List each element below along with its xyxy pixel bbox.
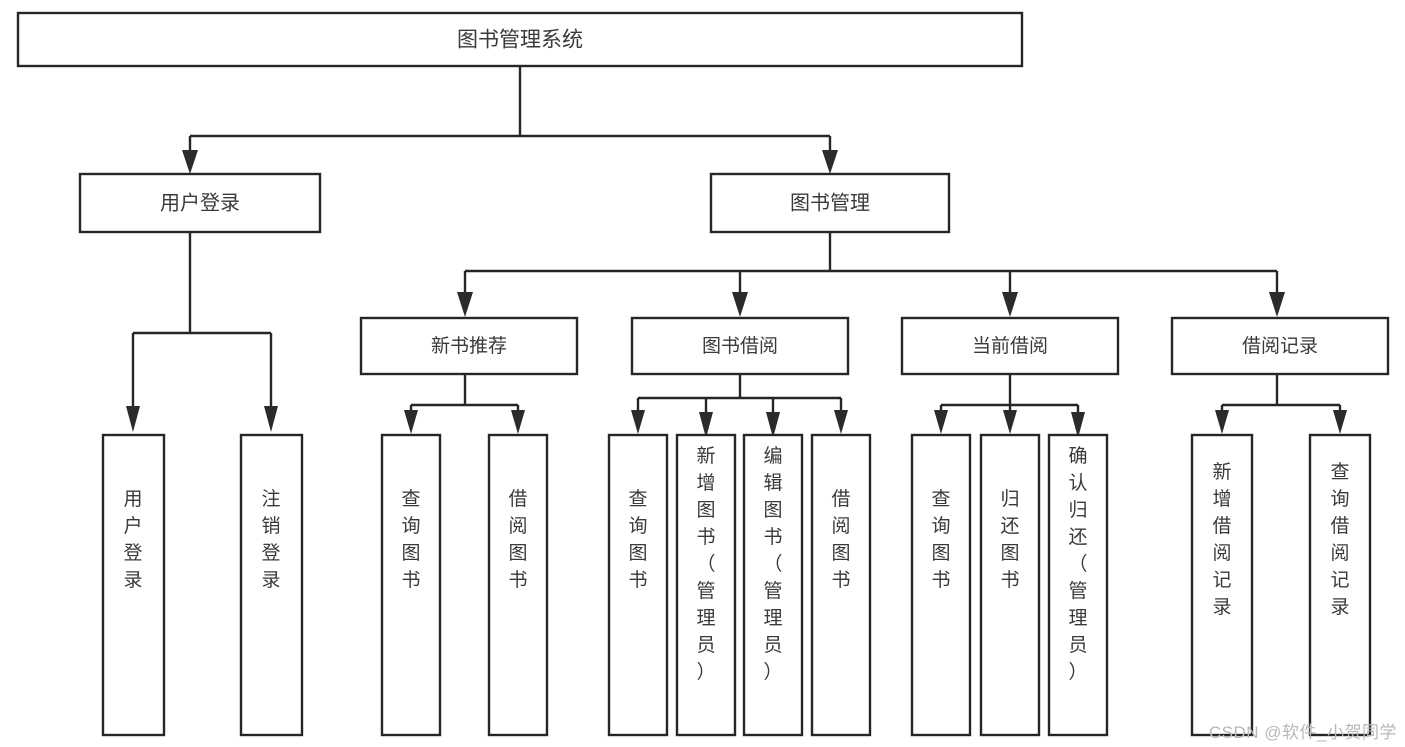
arrow-head-user-login — [182, 150, 198, 174]
arrow-head-book-manage — [822, 150, 838, 174]
arrow-head-borrow-record — [1269, 292, 1285, 317]
leaf-node[interactable]: 查询借阅记录 — [1308, 433, 1372, 737]
arrow-head-new-book — [457, 292, 473, 317]
arrow-head-cb-leaf-3 — [1071, 412, 1085, 438]
leaf-br-query-record-box[interactable] — [1308, 433, 1372, 737]
arrow-head-book-borrow — [732, 292, 748, 317]
connector-group-user-login — [126, 232, 278, 432]
connector-group-borrow-record — [1215, 374, 1347, 434]
leaf-bb-borrow-book-label: 借阅图书 — [831, 488, 850, 591]
node-current-borrow-label: 当前借阅 — [972, 335, 1048, 357]
node-user-login[interactable]: 用户登录 — [78, 172, 322, 234]
node-new-book-recommend-box[interactable] — [359, 316, 579, 376]
leaf-user-login-label: 用户登录 — [123, 489, 142, 591]
leaf-bb-edit-book-label: 编辑图书（管理员） — [763, 445, 782, 683]
node-book-borrow-label: 图书借阅 — [702, 335, 778, 357]
leaf-logout-box[interactable] — [239, 433, 304, 737]
node-current-borrow[interactable]: 当前借阅 — [900, 316, 1120, 376]
node-new-book-recommend[interactable]: 新书推荐 — [359, 316, 579, 376]
leaf-node[interactable]: 查询图书 — [910, 433, 972, 737]
leaf-br-query-record-label: 查询借阅记录 — [1330, 461, 1349, 618]
leaf-node[interactable]: 借阅图书 — [487, 433, 549, 737]
node-borrow-record-box[interactable] — [1170, 316, 1390, 376]
node-root-box[interactable] — [16, 11, 1024, 68]
leaf-cb-confirm-return-label: 确认归还（管理员） — [1068, 445, 1087, 683]
leaf-cb-return-book-label: 归还图书 — [1000, 488, 1019, 591]
leaf-node[interactable]: 编辑图书（管理员） — [742, 433, 804, 737]
leaf-node[interactable]: 借阅图书 — [810, 433, 872, 737]
arrow-head-cb-leaf-1 — [934, 410, 948, 434]
leaf-cb-return-book-box[interactable] — [979, 433, 1041, 737]
leaf-node[interactable]: 查询图书 — [607, 433, 669, 737]
arrow-head-nb-leaf-2 — [511, 410, 525, 434]
arrow-head-nb-leaf-1 — [404, 410, 418, 434]
arrow-head-bb-leaf-4 — [834, 410, 848, 434]
leaf-cb-confirm-return-box[interactable] — [1047, 433, 1109, 737]
leaf-node[interactable]: 确认归还（管理员） — [1047, 433, 1109, 737]
leaf-node[interactable]: 注销登录 — [239, 433, 304, 737]
leaf-bb-add-book-box[interactable] — [675, 433, 737, 737]
node-book-manage-box[interactable] — [709, 172, 951, 234]
leaf-node[interactable]: 用户登录 — [101, 433, 166, 737]
leaf-node[interactable]: 归还图书 — [979, 433, 1041, 737]
leaf-cb-query-book-label: 查询图书 — [931, 488, 950, 591]
leaf-logout-label: 注销登录 — [261, 488, 280, 591]
arrow-head-current-borrow — [1002, 292, 1018, 317]
leaf-node[interactable]: 查询图书 — [380, 433, 442, 737]
leaf-bb-add-book-label: 新增图书（管理员） — [696, 445, 715, 683]
arrow-head-ul-leaf-1 — [126, 406, 140, 432]
leaf-node[interactable]: 新增借阅记录 — [1190, 433, 1254, 737]
arrow-head-bb-leaf-3 — [766, 412, 780, 438]
leaf-nb-borrow-book-box[interactable] — [487, 433, 549, 737]
leaf-br-add-record-box[interactable] — [1190, 433, 1254, 737]
connector-group-new-book — [404, 374, 525, 434]
arrow-head-br-leaf-1 — [1215, 410, 1229, 434]
leaf-br-add-record-label: 新增借阅记录 — [1212, 461, 1231, 618]
leaf-nb-query-book-label: 查询图书 — [401, 488, 420, 591]
leaf-bb-edit-book-box[interactable] — [742, 433, 804, 737]
arrow-head-ul-leaf-2 — [264, 406, 278, 432]
arrow-head-br-leaf-2 — [1333, 410, 1347, 434]
node-book-manage[interactable]: 图书管理 — [709, 172, 951, 234]
node-borrow-record-label: 借阅记录 — [1242, 335, 1318, 357]
node-book-manage-label: 图书管理 — [790, 191, 870, 214]
node-current-borrow-box[interactable] — [900, 316, 1120, 376]
leaf-nb-borrow-book-label: 借阅图书 — [508, 488, 527, 591]
connector-group-book-manage — [457, 232, 1285, 317]
node-user-login-label: 用户登录 — [160, 191, 240, 214]
leaf-bb-query-book-label: 查询图书 — [628, 488, 647, 591]
node-root-label: 图书管理系统 — [457, 29, 583, 52]
node-root[interactable]: 图书管理系统 — [16, 11, 1024, 68]
leaf-user-login-box[interactable] — [101, 433, 166, 737]
leaf-node[interactable]: 新增图书（管理员） — [675, 433, 737, 737]
arrow-head-bb-leaf-1 — [631, 410, 645, 434]
connector-group-current-borrow — [934, 374, 1085, 438]
node-borrow-record[interactable]: 借阅记录 — [1170, 316, 1390, 376]
node-user-login-box[interactable] — [78, 172, 322, 234]
arrow-head-cb-leaf-2 — [1003, 410, 1017, 434]
node-book-borrow-box[interactable] — [630, 316, 850, 376]
node-new-book-recommend-label: 新书推荐 — [431, 335, 507, 357]
leaf-nb-query-book-box[interactable] — [380, 433, 442, 737]
node-book-borrow[interactable]: 图书借阅 — [630, 316, 850, 376]
leaf-bb-borrow-book-box[interactable] — [810, 433, 872, 737]
connector-group-root — [182, 66, 838, 174]
leaf-bb-query-book-box[interactable] — [607, 433, 669, 737]
connector-group-book-borrow — [631, 374, 848, 438]
arrow-head-bb-leaf-2 — [699, 412, 713, 438]
leaf-cb-query-book-box[interactable] — [910, 433, 972, 737]
